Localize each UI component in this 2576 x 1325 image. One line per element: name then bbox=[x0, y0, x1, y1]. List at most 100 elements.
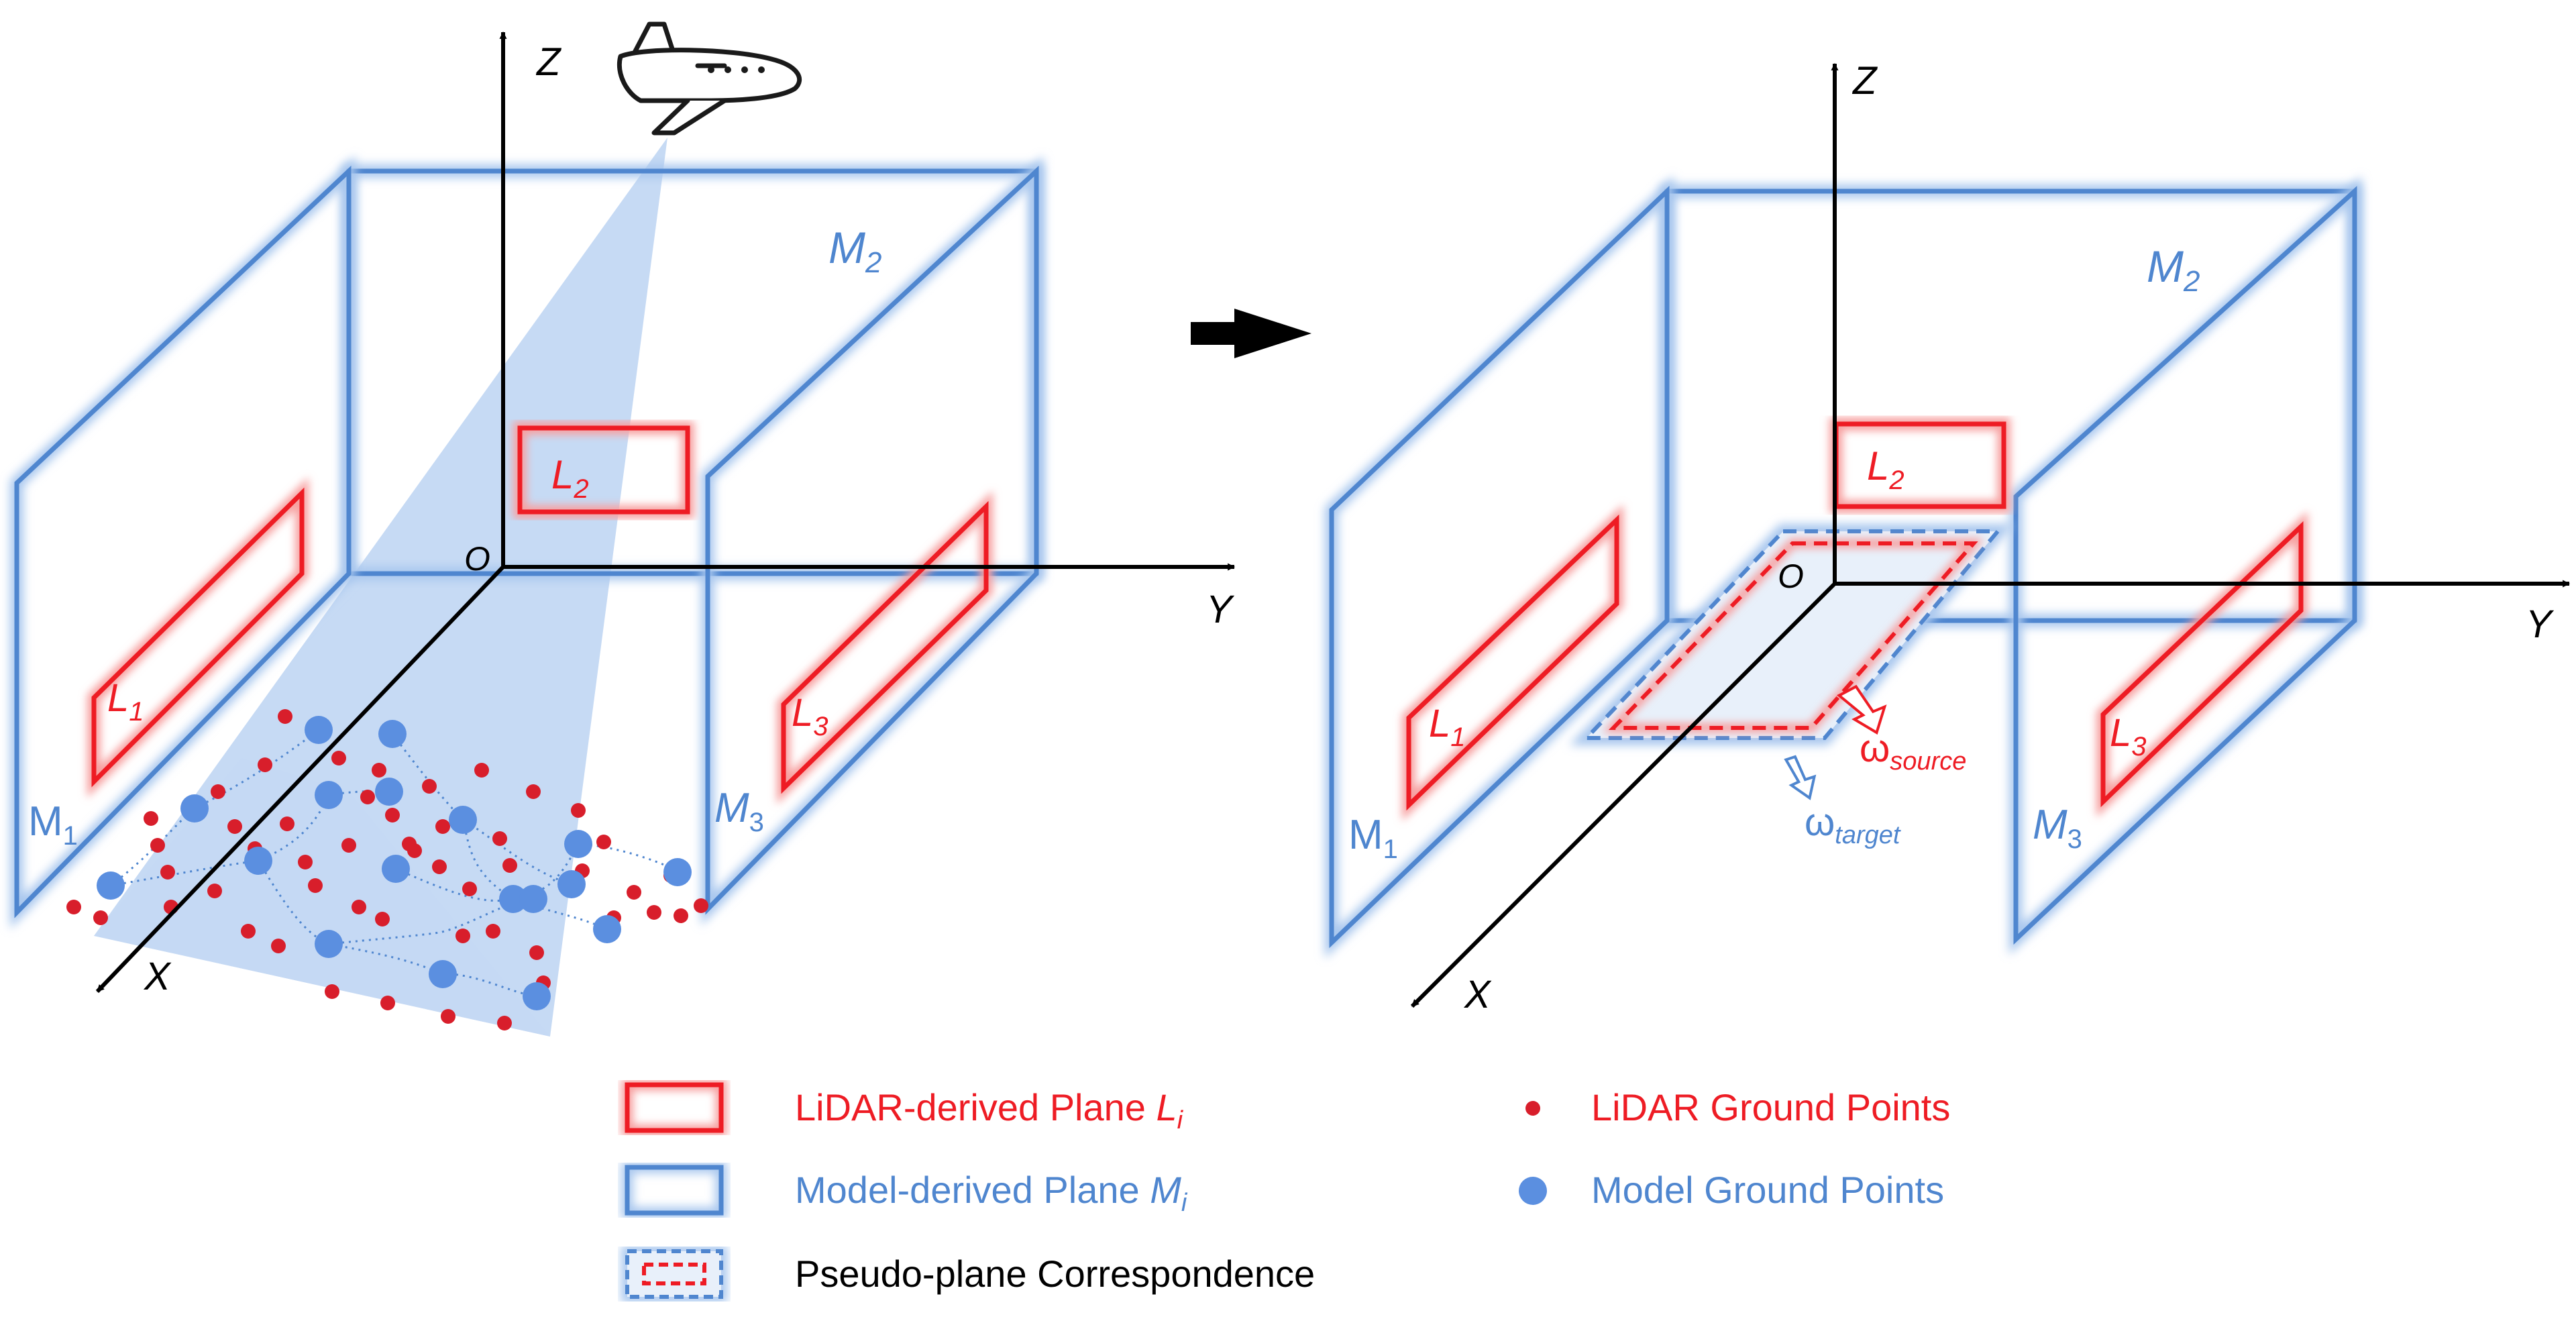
right-panel: Z Y X O M2 M1 M3 L1 L2 L3 ωsource ωtarge… bbox=[1325, 59, 2571, 1016]
l1-label-right: L1 bbox=[1429, 702, 1466, 752]
lidar-ground-point bbox=[93, 910, 108, 925]
l3-label: L3 bbox=[792, 691, 828, 741]
origin-label-right: O bbox=[1778, 558, 1804, 595]
model-ground-point bbox=[523, 982, 551, 1010]
model-plane-m1 bbox=[9, 155, 356, 929]
model-ground-point bbox=[305, 716, 333, 744]
m1-label-right: M1 bbox=[1348, 812, 1398, 864]
lidar-plane-l2-right bbox=[1829, 417, 2010, 513]
model-plane-m3-right bbox=[2009, 176, 2361, 955]
lidar-ground-point bbox=[497, 1016, 512, 1030]
lidar-ground-point bbox=[432, 859, 447, 874]
lidar-ground-point bbox=[331, 751, 346, 765]
lidar-ground-point bbox=[144, 811, 158, 826]
y-axis-label: Y bbox=[1206, 588, 1235, 631]
lidar-ground-point bbox=[280, 816, 294, 831]
model-ground-point bbox=[315, 781, 343, 809]
m3-label-right: M3 bbox=[2033, 802, 2082, 854]
lidar-ground-point bbox=[211, 784, 225, 799]
lidar-ground-point bbox=[627, 885, 641, 900]
lidar-ground-point bbox=[160, 865, 175, 880]
l3-label-right: L3 bbox=[2110, 711, 2147, 761]
airplane-icon bbox=[617, 21, 802, 136]
lidar-ground-point bbox=[258, 757, 272, 772]
lidar-ground-point bbox=[502, 858, 517, 873]
legend-pseudo-plane-swatch bbox=[621, 1245, 727, 1303]
lidar-ground-point bbox=[474, 763, 489, 778]
model-ground-point bbox=[663, 858, 692, 886]
m1-label: M1 bbox=[28, 798, 78, 851]
model-ground-point bbox=[382, 855, 410, 883]
lidar-plane-l1 bbox=[87, 477, 309, 798]
lidar-plane-l2 bbox=[513, 421, 694, 519]
lidar-ground-point bbox=[435, 819, 450, 834]
lidar-ground-point bbox=[380, 996, 395, 1010]
legend-lidar-plane-label: LiDAR-derived Plane Li bbox=[795, 1086, 1184, 1134]
model-ground-point bbox=[519, 885, 547, 913]
x-axis-label-right: X bbox=[1463, 973, 1492, 1016]
model-ground-point bbox=[378, 720, 407, 748]
lidar-ground-point bbox=[352, 900, 366, 914]
model-ground-point bbox=[593, 915, 621, 943]
lidar-ground-point bbox=[422, 779, 437, 794]
l2-label-right: L2 bbox=[1867, 443, 1904, 495]
legend-model-plane-swatch bbox=[621, 1161, 727, 1219]
lidar-ground-point bbox=[462, 882, 477, 896]
model-ground-point bbox=[499, 885, 527, 913]
legend-model-plane-label: Model-derived Plane Mi bbox=[795, 1169, 1188, 1217]
lidar-ground-point bbox=[308, 878, 323, 893]
model-ground-point bbox=[564, 830, 592, 858]
lidar-ground-point bbox=[529, 945, 544, 960]
legend-lidar-point-swatch bbox=[1525, 1101, 1540, 1116]
right-arrow-icon bbox=[1191, 309, 1311, 358]
omega-source-arrow-icon bbox=[1836, 684, 1887, 735]
lidar-ground-point bbox=[647, 905, 661, 920]
legend-model-point-swatch bbox=[1519, 1177, 1547, 1205]
z-axis-label-right: Z bbox=[1851, 59, 1878, 103]
left-panel: Z Y X O M2 M1 M3 L1 L2 L3 bbox=[9, 21, 1236, 1037]
model-plane-m3 bbox=[701, 156, 1043, 926]
model-ground-point bbox=[449, 806, 477, 834]
x-axis bbox=[95, 565, 505, 994]
m3-label: M3 bbox=[714, 785, 764, 837]
model-ground-point bbox=[244, 847, 272, 875]
model-ground-point bbox=[375, 778, 403, 806]
lidar-ground-point bbox=[486, 924, 500, 939]
legend-lidar-points-label: LiDAR Ground Points bbox=[1591, 1086, 1950, 1128]
lidar-ground-point bbox=[341, 838, 356, 853]
y-axis-label-right: Y bbox=[2526, 602, 2555, 646]
model-ground-point bbox=[315, 930, 343, 958]
model-ground-points bbox=[97, 716, 692, 1010]
lidar-ground-point bbox=[298, 855, 313, 869]
z-axis-label: Z bbox=[535, 40, 562, 84]
origin-label: O bbox=[464, 540, 490, 578]
lidar-ground-point bbox=[694, 898, 708, 913]
legend-lidar-plane-swatch bbox=[621, 1079, 727, 1136]
legend-model-points-label: Model Ground Points bbox=[1591, 1169, 1944, 1211]
m2-label: M2 bbox=[828, 223, 881, 279]
lidar-ground-point bbox=[150, 838, 165, 853]
model-plane-m1-right bbox=[1325, 175, 1674, 959]
lidar-ground-point bbox=[571, 803, 586, 818]
x-axis-right bbox=[1410, 582, 1837, 1008]
pseudo-plane-source bbox=[1602, 539, 1984, 733]
lidar-ground-point bbox=[375, 912, 390, 926]
omega-target-arrow-icon bbox=[1784, 755, 1817, 800]
model-ground-point bbox=[180, 794, 209, 823]
l2-label: L2 bbox=[551, 452, 589, 504]
m2-label-right: M2 bbox=[2147, 242, 2200, 298]
legend-pseudo-plane-label: Pseudo-plane Correspondence bbox=[795, 1253, 1315, 1295]
lidar-ground-point bbox=[207, 884, 222, 898]
lidar-ground-point bbox=[526, 784, 541, 799]
lidar-ground-point bbox=[492, 831, 507, 846]
omega-target-label: ωtarget bbox=[1805, 800, 1901, 849]
lidar-ground-point bbox=[596, 835, 611, 849]
omega-source-label: ωsource bbox=[1860, 727, 1966, 776]
lidar-ground-point bbox=[66, 900, 81, 914]
lidar-plane-l1-right bbox=[1402, 504, 1623, 821]
lidar-plane-l3 bbox=[777, 490, 993, 804]
lidar-ground-point bbox=[360, 790, 375, 804]
lidar-ground-point bbox=[455, 929, 470, 943]
